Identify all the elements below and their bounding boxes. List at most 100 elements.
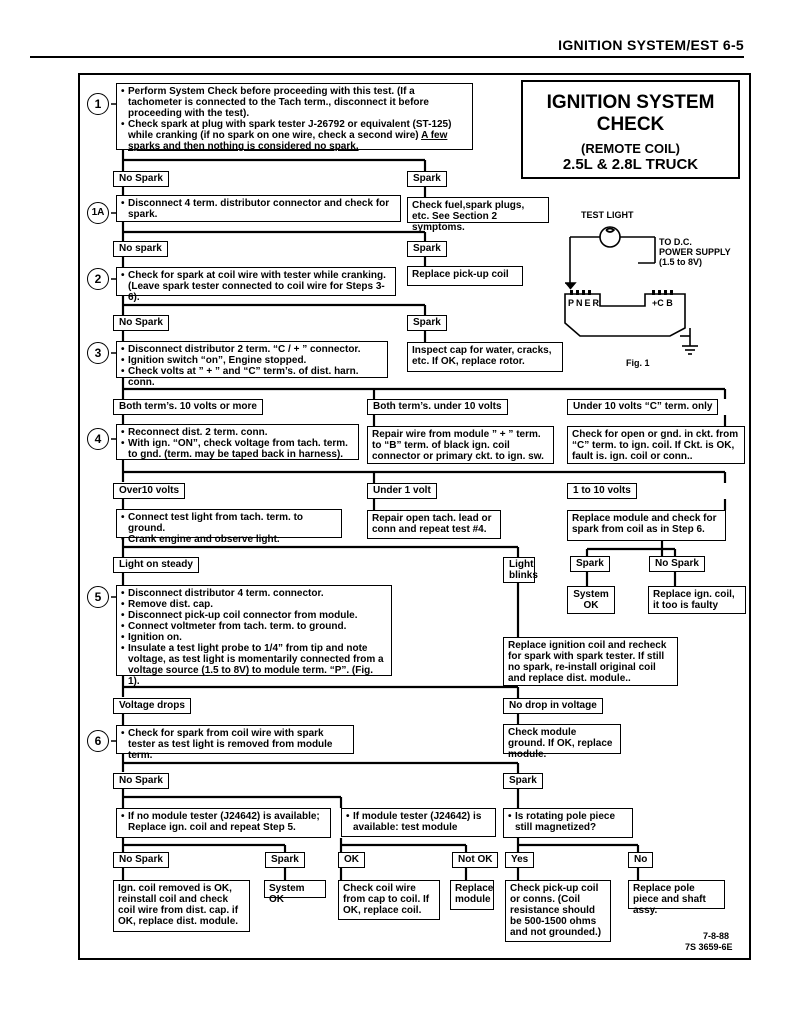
step-1-item: Perform System Check before proceeding w…	[121, 86, 468, 119]
check-pickup-coil-box: Check pick-up coil or conns. (Coil resis…	[505, 880, 611, 942]
step-1a-box: Disconnect 4 term. distributor connector…	[116, 195, 401, 222]
label-no-spark-6: No Spark	[649, 556, 705, 572]
step-4b-box: Connect test light from tach. term. to g…	[116, 509, 342, 545]
power-supply-label-2: POWER SUPPLY	[659, 247, 731, 257]
repair-open-tach-box: Repair open tach. lead or conn and repea…	[367, 510, 501, 539]
step-4-box: Reconnect dist. 2 term. conn. With ign. …	[116, 424, 359, 460]
step-5-item: Insulate a test light probe to 1/4” from…	[121, 643, 387, 687]
step-1-item-text: Check spark at plug with spark tester J-…	[128, 119, 452, 141]
replace-module-box: Replace module	[450, 880, 494, 910]
rotating-pole-box: Is rotating pole piece still magnetized?	[503, 808, 633, 838]
label-spark-2: Spark	[407, 315, 447, 331]
step-marker-3: 3	[87, 342, 109, 364]
step-5-item: Connect voltmeter from tach. term. to gr…	[121, 621, 387, 632]
step-6-item: Check for spark from coil wire with spar…	[121, 728, 349, 761]
footer-code: 7S 3659-6E	[685, 942, 733, 952]
step-marker-4: 4	[87, 428, 109, 450]
diagram-frame	[78, 73, 751, 960]
step-4-item: Reconnect dist. 2 term. conn.	[121, 427, 354, 438]
label-under-10-c: Under 10 volts “C” term. only	[567, 399, 719, 415]
repair-wire-box: Repair wire from module ” + ” term. to “…	[367, 426, 554, 464]
step-marker-1: 1	[87, 93, 109, 115]
step-3-box: Disconnect distributor 2 term. “C / + ” …	[116, 341, 388, 388]
title-box: IGNITION SYSTEM CHECK (REMOTE COIL) 2.5L…	[521, 80, 740, 179]
replace-pickup-box: Replace pick-up coil	[407, 266, 523, 286]
label-light-blinks: Light blinks	[503, 557, 538, 583]
label-no-spark-2: No Spark	[113, 315, 169, 331]
step-1-item: Check spark at plug with spark tester J-…	[121, 119, 468, 152]
header-rule	[30, 56, 744, 58]
step-5-item: Ignition on.	[121, 632, 387, 643]
title-line-4: 2.5L & 2.8L TRUCK	[562, 156, 699, 173]
step-1a-item: Disconnect 4 term. distributor connector…	[121, 198, 396, 220]
label-no-spark-1a: No spark	[113, 241, 168, 257]
step-2-box: Check for spark at coil wire with tester…	[116, 267, 396, 303]
label-voltage-drops: Voltage drops	[113, 698, 191, 714]
label-spark-1: Spark	[407, 171, 447, 187]
title-line-2: CHECK	[596, 114, 665, 135]
label-spark-6: Spark	[570, 556, 610, 572]
check-coil-wire-box: Check coil wire from cap to coil. If OK,…	[338, 880, 440, 920]
page-header-title: IGNITION SYSTEM/EST 6-5	[558, 37, 744, 53]
footer-codes: 7-8-88 7S 3659-6E	[685, 931, 733, 953]
coil-removed-ok-box: Ign. coil removed is OK, reinstall coil …	[113, 880, 250, 932]
step-4b-item: Crank engine and observe light.	[121, 534, 337, 545]
step-4-item: With ign. “ON”, check voltage from tach.…	[121, 438, 354, 460]
check-fuel-box: Check fuel,spark plugs, etc. See Section…	[407, 197, 549, 233]
power-supply-label-1: TO D.C.	[659, 237, 692, 247]
label-not-ok-8: Not OK	[452, 852, 499, 868]
tester-available-item: If module tester (J24642) is available: …	[346, 811, 491, 833]
replace-pole-piece-box: Replace pole piece and shaft assy.	[628, 880, 725, 916]
no-tester-item: If no module tester (J24642) is availabl…	[121, 811, 326, 833]
title-line-1: IGNITION SYSTEM	[546, 92, 715, 113]
tester-available-box: If module tester (J24642) is available: …	[341, 808, 496, 837]
label-no-spark-7: No Spark	[113, 773, 169, 789]
test-light-label: TEST LIGHT	[581, 210, 634, 220]
step-3-item: Check volts at ” + ” and “C” term’s. of …	[121, 366, 383, 388]
label-over-10: Over10 volts	[113, 483, 186, 499]
step-2-item: Check for spark at coil wire with tester…	[121, 270, 391, 303]
replace-coil-faulty-box: Replace ign. coil, it too is faulty	[648, 586, 746, 614]
step-5-item: Disconnect pick-up coil connector from m…	[121, 610, 387, 621]
step-marker-2: 2	[87, 268, 109, 290]
label-spark-7: Spark	[503, 773, 543, 789]
title-line-3: (REMOTE COIL)	[581, 141, 680, 156]
system-ok-8-box: System OK	[264, 880, 326, 905]
label-spark-8: Spark	[265, 852, 305, 868]
label-both-under-10: Both term’s. under 10 volts	[367, 399, 508, 415]
label-spark-1a: Spark	[407, 241, 447, 257]
step-6-box: Check for spark from coil wire with spar…	[116, 725, 354, 761]
step-3-item: Disconnect distributor 2 term. “C / + ” …	[121, 344, 383, 355]
label-light-steady: Light on steady	[113, 557, 199, 573]
replace-coil-recheck-box: Replace ignition coil and recheck for sp…	[503, 637, 678, 686]
step-5-item: Remove dist. cap.	[121, 599, 387, 610]
step-4b-item: Connect test light from tach. term. to g…	[121, 512, 337, 534]
terminal-labels-right: +C B	[652, 298, 673, 308]
power-supply-label-3: (1.5 to 8V)	[659, 257, 703, 267]
label-1-to-10: 1 to 10 volts	[567, 483, 637, 499]
label-no-drop: No drop in voltage	[503, 698, 603, 714]
inspect-cap-box: Inspect cap for water, cracks, etc. If O…	[407, 342, 563, 372]
step-3-item: Ignition switch “on”, Engine stopped.	[121, 355, 383, 366]
step-5-item: Disconnect distributor 4 term. connector…	[121, 588, 387, 599]
step-marker-5: 5	[87, 586, 109, 608]
rotating-pole-item: Is rotating pole piece still magnetized?	[508, 811, 628, 833]
check-module-ground-box: Check module ground. If OK, replace modu…	[503, 724, 621, 760]
label-yes-8: Yes	[505, 852, 535, 868]
step-marker-1a: 1A	[87, 202, 109, 224]
label-under-1: Under 1 volt	[367, 483, 437, 499]
terminal-labels-left: PNER	[568, 298, 602, 308]
step-marker-6: 6	[87, 730, 109, 752]
replace-module-check-box: Replace module and check for spark from …	[567, 510, 726, 541]
label-ok-8: OK	[338, 852, 365, 868]
check-open-box: Check for open or gnd. in ckt. from “C” …	[567, 426, 745, 464]
footer-date: 7-8-88	[703, 931, 730, 941]
label-both-10-or-more: Both term’s. 10 volts or more	[113, 399, 263, 415]
label-no-spark-8: No Spark	[113, 852, 169, 868]
step-1-underlined-note: A few sparks and then nothing is conside…	[128, 130, 448, 152]
label-no-8: No	[628, 852, 654, 868]
step-1-box: Perform System Check before proceeding w…	[116, 83, 473, 152]
system-ok-box: System OK	[567, 586, 615, 614]
